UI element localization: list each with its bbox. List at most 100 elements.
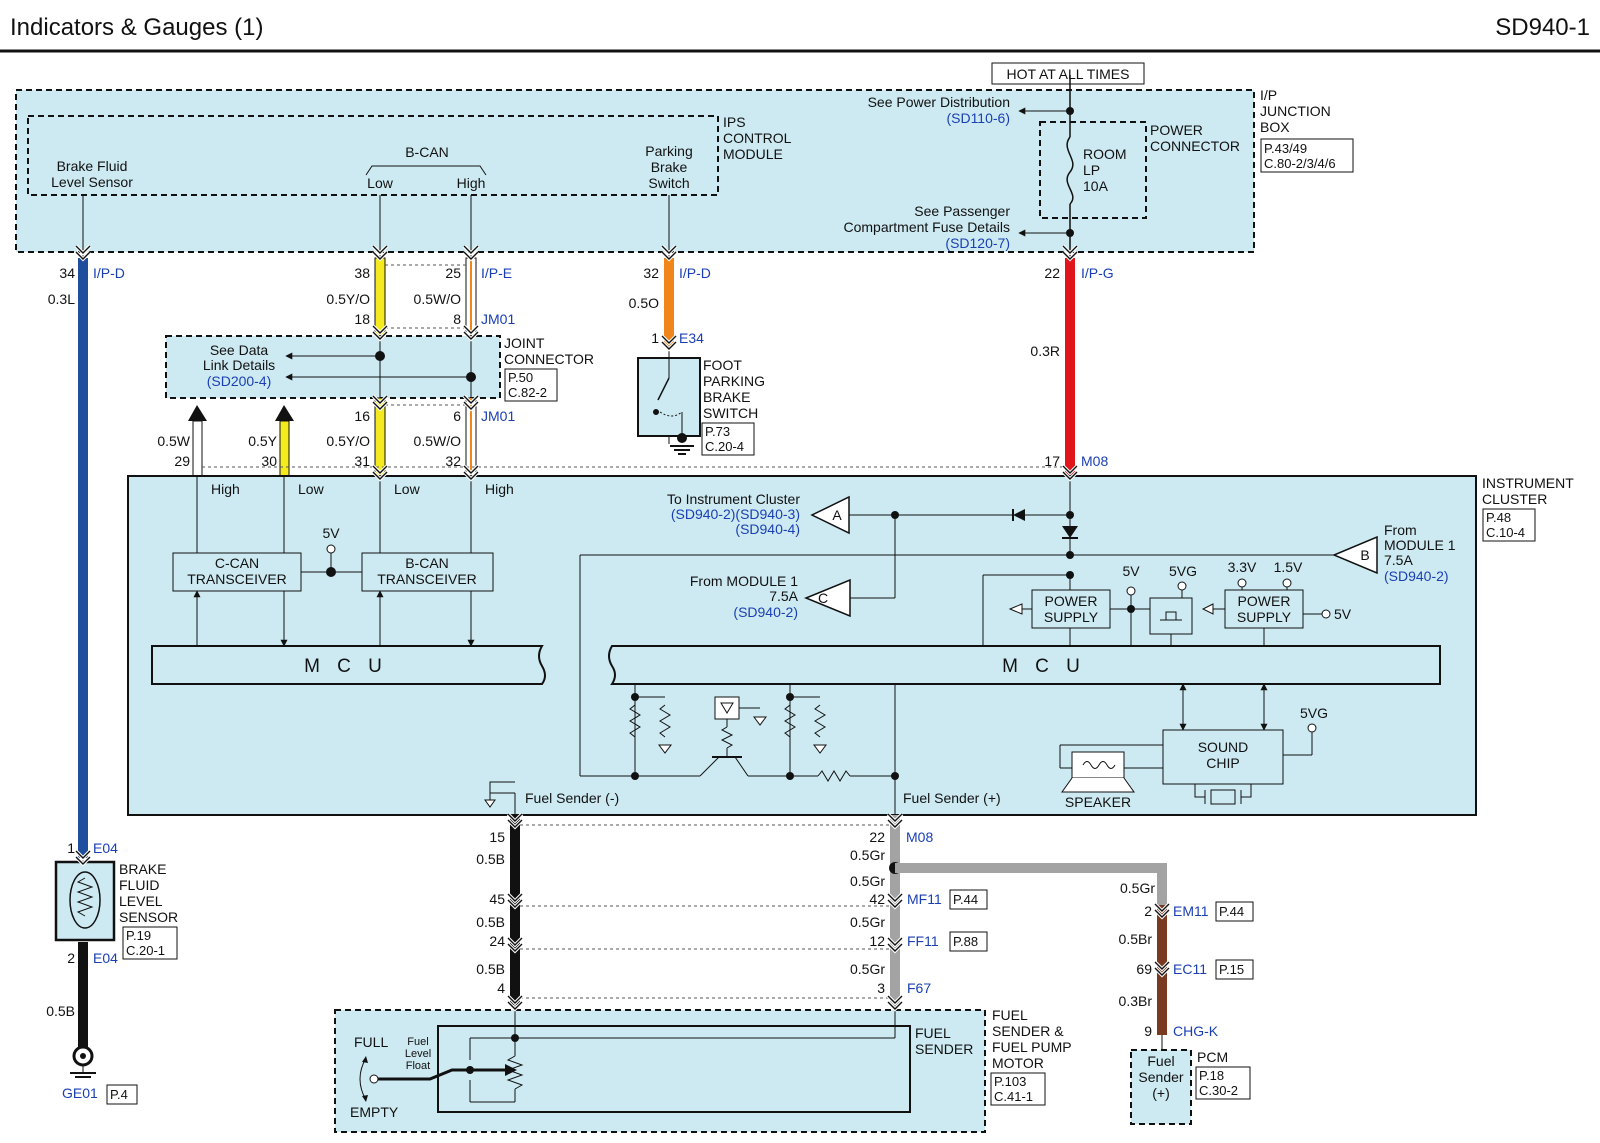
connector-chevron — [887, 995, 903, 1010]
connector-chevron — [463, 325, 479, 340]
conn-m08-2: M08 — [906, 829, 933, 845]
ccan-label-1: C-CAN — [215, 555, 259, 571]
ps2-label-2: SUPPLY — [1237, 609, 1292, 625]
to-cluster-refs-1[interactable]: (SD940-2)(SD940-3) — [671, 506, 800, 522]
fuse-label-1: ROOM — [1083, 146, 1127, 162]
sound-chip — [1162, 729, 1284, 785]
ccan-low-wire — [279, 420, 290, 477]
page-code: SD940-1 — [1495, 14, 1590, 41]
ground-ge01: GE01 — [62, 1085, 98, 1101]
fuse-label-3: 10A — [1083, 178, 1109, 194]
pin-29: 29 — [174, 453, 190, 469]
conn-em11: EM11 — [1173, 903, 1209, 919]
passenger-fuse-ref[interactable]: (SD120-7) — [945, 235, 1010, 251]
parking-brake-wire — [664, 258, 674, 346]
pin-22: 22 — [1044, 265, 1060, 281]
from-c-text-2: 7.5A — [769, 588, 798, 604]
wire-05gr-4: 0.5Gr — [850, 961, 885, 977]
wire-05gr-3: 0.5Gr — [850, 914, 885, 930]
connector-chevron — [661, 245, 677, 260]
ccan-transceiver — [172, 552, 302, 592]
pin-32: 32 — [445, 453, 461, 469]
wire-05o: 0.5O — [629, 295, 659, 311]
fuel-float-label-3: Float — [406, 1060, 430, 1072]
pin-2-e04: 2 — [67, 950, 75, 966]
cluster-label-1: INSTRUMENT — [1482, 475, 1574, 491]
pin-12: 12 — [869, 933, 885, 949]
wire-05w: 0.5W — [157, 433, 190, 449]
triangle-a — [810, 495, 850, 535]
wire-05b-ground: 0.5B — [46, 1003, 75, 1019]
pcm-box-text-2: Sender — [1138, 1069, 1183, 1085]
ip-junction-box-ref-box — [1260, 138, 1354, 173]
bcan-low-label: Low — [367, 175, 394, 191]
mf11-ref: P.44 — [953, 892, 978, 907]
bcan-label-1: B-CAN — [405, 555, 449, 571]
from-b-text-3: 7.5A — [1384, 552, 1413, 568]
joint-connector-ref-2: C.82-2 — [508, 385, 547, 400]
joint-connector-label-1: JOINT — [504, 335, 545, 351]
to-cluster-refs-2[interactable]: (SD940-4) — [735, 521, 800, 537]
pin-69: 69 — [1136, 961, 1152, 977]
foot-switch-ref-1: P.73 — [705, 424, 730, 439]
ip-junction-box-label-2: JUNCTION — [1260, 103, 1331, 119]
power-red-wire — [1065, 258, 1075, 476]
conn-ipd-1: I/P-D — [93, 265, 125, 281]
wire-05b-2: 0.5B — [476, 914, 505, 930]
from-c-ref[interactable]: (SD940-2) — [733, 604, 798, 620]
connector-chevron — [887, 937, 903, 952]
from-b-text-2: MODULE 1 — [1384, 537, 1456, 553]
data-link-text-1: See Data — [210, 342, 269, 358]
data-link-ref[interactable]: (SD200-4) — [207, 373, 272, 389]
foot-switch-label-4: SWITCH — [703, 405, 758, 421]
ps2-label-1: POWER — [1238, 593, 1291, 609]
fuel-full-label: FULL — [354, 1034, 388, 1050]
pin-2-em11: 2 — [1144, 903, 1152, 919]
passenger-fuse-text-1: See Passenger — [914, 203, 1010, 219]
pin-38: 38 — [354, 265, 370, 281]
ps-5vg: 5VG — [1169, 563, 1197, 579]
bcan-low-wire-upper — [374, 257, 386, 339]
fuel-float-label-2: Level — [405, 1048, 431, 1060]
em11-ref: P.44 — [1219, 904, 1244, 919]
conn-e34: E34 — [679, 330, 704, 346]
brake-sensor-label-2: FLUID — [119, 877, 159, 893]
speaker-label: SPEAKER — [1065, 794, 1131, 810]
from-b-ref[interactable]: (SD940-2) — [1384, 568, 1449, 584]
data-link-text-2: Link Details — [203, 357, 275, 373]
power-connector-label-1: POWER — [1150, 122, 1203, 138]
crystal — [1210, 789, 1236, 805]
ff11-ref: P.88 — [953, 934, 978, 949]
connector-chevrons — [74, 244, 1171, 1012]
hot-at-all-times-label: HOT AT ALL TIMES — [1007, 66, 1130, 82]
fuse-label-2: LP — [1083, 162, 1100, 178]
pin-15: 15 — [489, 829, 505, 845]
conn-mf11: MF11 — [907, 891, 942, 907]
pin-high-bcan: High — [485, 481, 514, 497]
regulator — [1149, 597, 1193, 635]
ccan-high-wire — [192, 420, 203, 477]
joint-connector-label-2: CONNECTOR — [504, 351, 594, 367]
brake-fluid-sensor-text-2: Level Sensor — [51, 174, 133, 190]
mcu-right-label: M C U — [1002, 656, 1086, 677]
connector-chevron — [1154, 961, 1170, 976]
power-connector-box — [1039, 121, 1147, 219]
bcan-title: B-CAN — [405, 144, 449, 160]
connector-chevron — [372, 325, 388, 340]
header-bar — [0, 0, 1600, 52]
power-distribution-text: See Power Distribution — [868, 94, 1010, 110]
pcm-box-text-3: (+) — [1152, 1085, 1170, 1101]
ips-label-3: MODULE — [723, 146, 783, 162]
connector-chevron — [1062, 245, 1078, 260]
pcm-label: PCM — [1197, 1049, 1228, 1065]
parking-brake-text-2: Brake — [651, 159, 688, 175]
ip-junction-box-ref-2: C.80-2/3/4/6 — [1264, 156, 1336, 171]
ip-junction-box-label-3: BOX — [1260, 119, 1290, 135]
pin-42: 42 — [869, 891, 885, 907]
ips-label-2: CONTROL — [723, 130, 792, 146]
triangle-c — [804, 578, 851, 618]
power-distribution-ref[interactable]: (SD110-6) — [946, 110, 1010, 126]
foot-switch-label-1: FOOT — [703, 357, 742, 373]
